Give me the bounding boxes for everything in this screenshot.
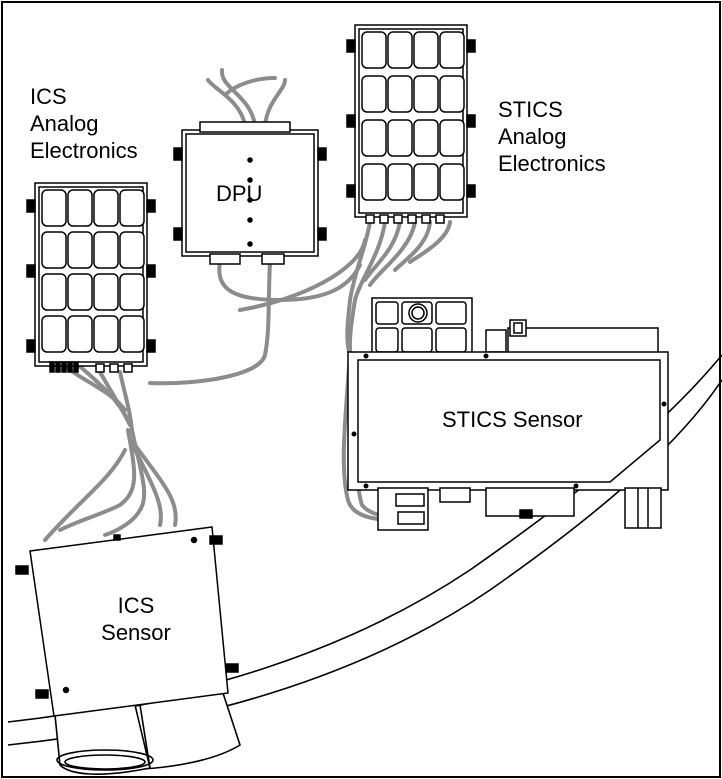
stics-analog-line-3: Electronics xyxy=(498,150,606,177)
stics-analog-line-1: STICS xyxy=(498,96,606,123)
ics-sensor-line-2: Sensor xyxy=(96,619,176,646)
stics-sensor-label: STICS Sensor xyxy=(442,406,583,433)
ics-sensor-label: ICS Sensor xyxy=(96,592,176,646)
ics-analog-electronics-label: ICS Analog Electronics xyxy=(30,83,138,164)
stics-analog-electronics-box xyxy=(347,25,475,223)
ics-sensor-line-1: ICS xyxy=(96,592,176,619)
stics-analog-electronics-label: STICS Analog Electronics xyxy=(498,96,606,177)
stics-analog-line-2: Analog xyxy=(498,123,606,150)
ics-analog-electronics-box xyxy=(27,183,155,372)
dpu-label: DPU xyxy=(216,180,262,207)
ics-analog-line-2: Analog xyxy=(30,110,138,137)
ics-analog-line-3: Electronics xyxy=(30,137,138,164)
ics-analog-line-1: ICS xyxy=(30,83,138,110)
